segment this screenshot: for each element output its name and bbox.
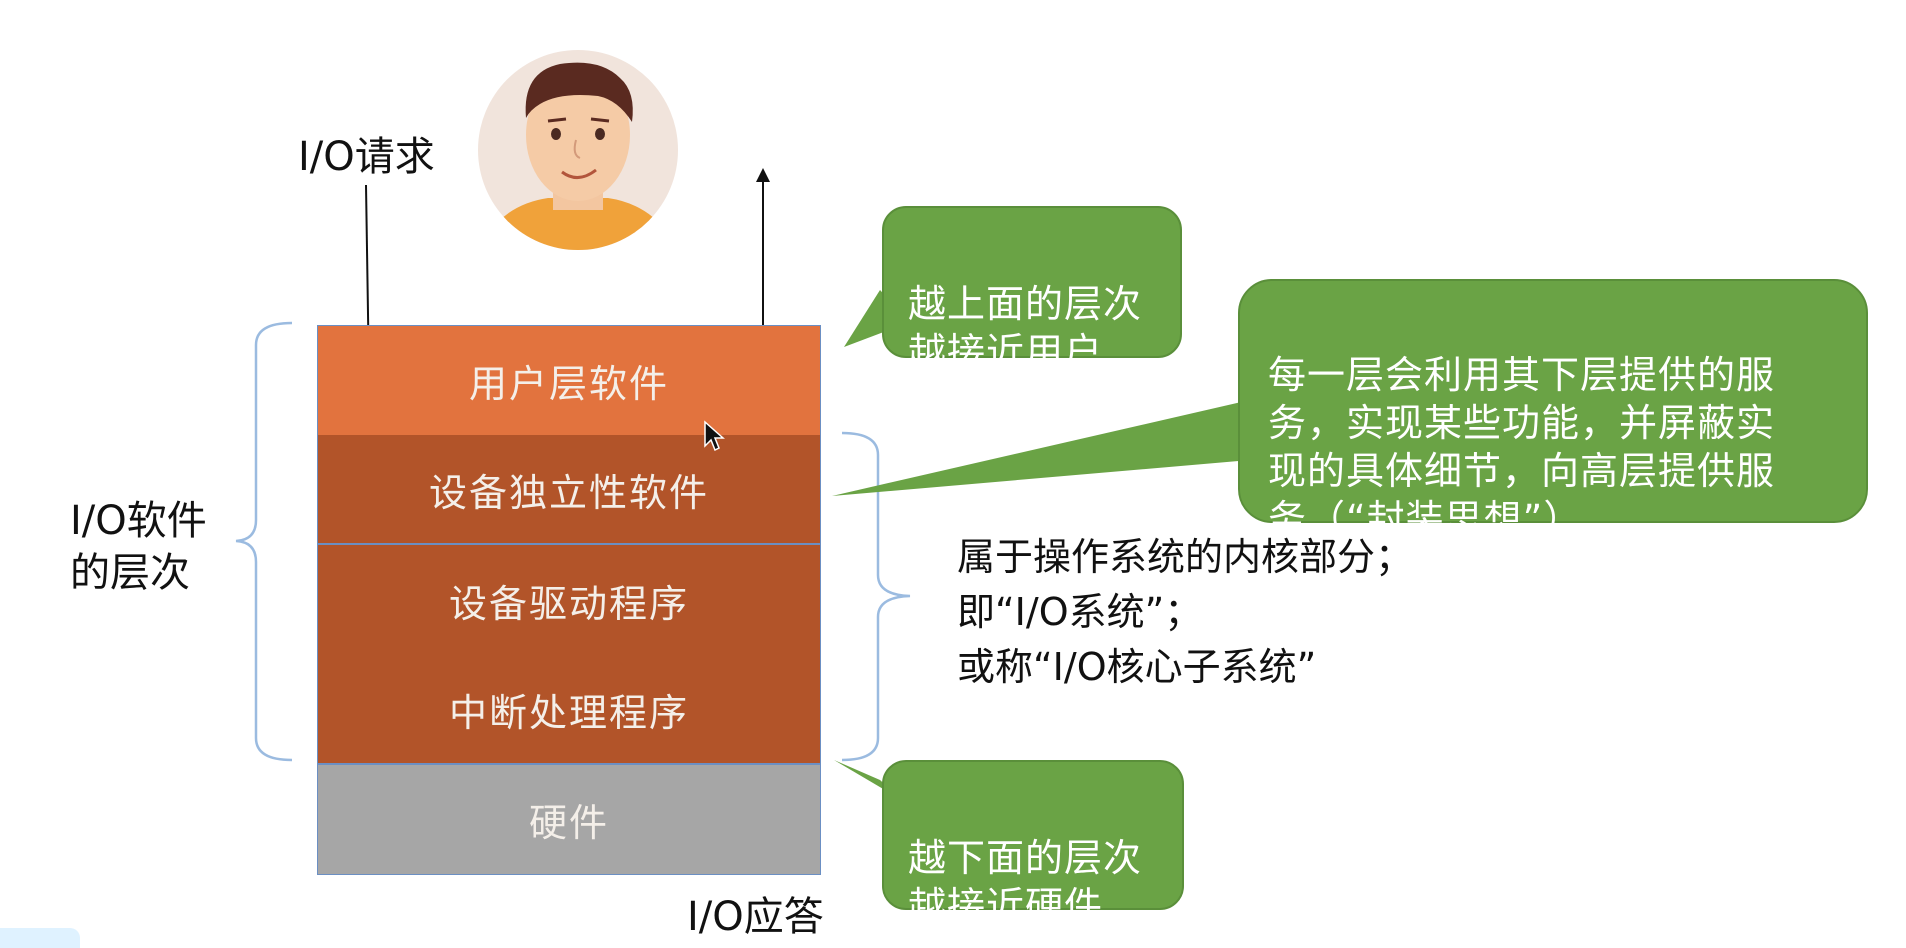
callout-lower: 越下面的层次 越接近硬件 (882, 760, 1184, 928)
callout-tail-service (832, 400, 1250, 496)
callout-tail-upper (844, 290, 910, 347)
callout-upper: 越上面的层次 越接近用户 (882, 206, 1182, 374)
layer-interrupt-handler-label: 中断处理程序 (448, 690, 689, 735)
user-avatar-icon (478, 50, 678, 250)
layer-interrupt-handler: 中断处理程序 (317, 655, 821, 765)
callout-service-text: 每一层会利用其下层提供的服 务，实现某些功能，并屏蔽实 现的具体细节，向高层提供… (1268, 353, 1776, 541)
layer-user-software: 用户层软件 (317, 325, 821, 435)
right-brace (841, 431, 911, 762)
layer-device-driver: 设备驱动程序 (317, 545, 821, 655)
mouse-cursor-icon (704, 420, 725, 452)
layer-device-driver-label: 设备驱动程序 (448, 581, 689, 626)
layer-device-independent-software: 设备独立性软件 (317, 435, 821, 545)
layer-hardware-label: 硬件 (528, 801, 609, 845)
kernel-note: 属于操作系统的内核部分； 即“I/O系统”； 或称“I/O核心子系统” (957, 530, 1413, 695)
layer-hardware: 硬件 (317, 765, 821, 875)
io-response-label: I/O应答 (687, 894, 824, 940)
corner-decoration (0, 928, 80, 948)
io-software-layers-label: I/O软件 的层次 (70, 498, 207, 596)
left-brace (235, 321, 293, 762)
io-request-label: I/O请求 (298, 134, 435, 180)
kernel-note-line-2: 即“I/O系统”； (957, 590, 1203, 634)
callout-service: 每一层会利用其下层提供的服 务，实现某些功能，并屏蔽实 现的具体细节，向高层提供… (1238, 279, 1868, 541)
layer-device-independent-label: 设备独立性软件 (428, 470, 709, 515)
kernel-note-line-1: 属于操作系统的内核部分； (957, 535, 1414, 579)
callout-lower-text: 越下面的层次 越接近硬件 (908, 836, 1143, 928)
layer-user-software-label: 用户层软件 (468, 362, 669, 406)
callout-upper-text: 越上面的层次 越接近用户 (908, 282, 1143, 374)
kernel-note-line-3: 或称“I/O核心子系统” (957, 645, 1317, 689)
